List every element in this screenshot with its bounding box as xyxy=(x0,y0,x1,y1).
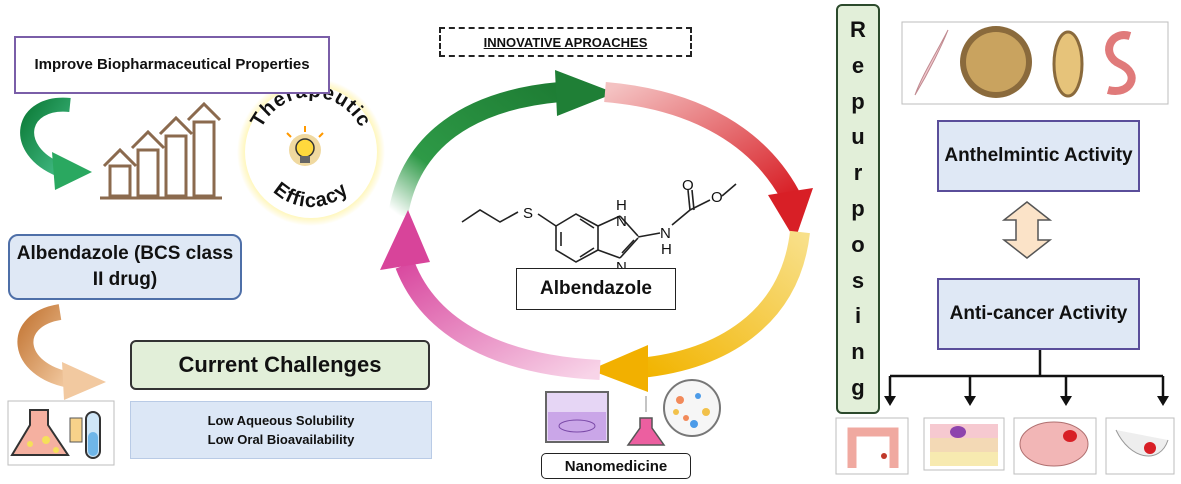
repurposing-letter: s xyxy=(851,267,865,293)
repurposing-letter: g xyxy=(851,375,865,401)
current-challenges-box: Current Challenges xyxy=(130,340,430,390)
parasite-icon xyxy=(914,26,1136,98)
repurposing-letter: n xyxy=(851,339,865,365)
albendazole-bcs-label: Albendazole (BCS class II drug) xyxy=(16,243,234,290)
svg-text:Efficacy: Efficacy xyxy=(269,178,352,212)
albendazole-bcs-box: Albendazole (BCS class II drug) xyxy=(8,234,242,300)
breast-icon xyxy=(1115,429,1169,457)
repurposing-letter: o xyxy=(851,231,865,257)
beaker-icon xyxy=(545,391,609,443)
double-arrow-icon xyxy=(1001,201,1053,259)
flask-icon xyxy=(10,409,70,456)
albendazole-name-label: Albendazole xyxy=(540,278,652,299)
anticancer-box: Anti-cancer Activity xyxy=(937,278,1140,350)
anthelmintic-box: Anthelmintic Activity xyxy=(937,120,1140,192)
challenges-list-box: Low Aqueous Solubility Low Oral Bioavail… xyxy=(130,401,432,459)
repurposing-letter: r xyxy=(853,160,863,186)
nanomedicine-label: Nanomedicine xyxy=(564,457,668,475)
repurposing-letter: R xyxy=(850,16,866,42)
cycle-arrows xyxy=(380,70,813,392)
cycle-arrow-green xyxy=(388,82,561,217)
brain-icon xyxy=(1019,421,1089,467)
branch-arrows xyxy=(884,350,1169,406)
cycle-arrow-red xyxy=(604,82,799,200)
atom-o1: O xyxy=(682,177,694,194)
atom-h1: H xyxy=(616,197,627,214)
repurposing-letter: i xyxy=(854,303,862,329)
cycle-arrow-pink xyxy=(395,261,601,380)
cycle-arrowhead-red xyxy=(768,188,813,240)
atom-o2: O xyxy=(711,189,723,206)
challenge-item: Low Aqueous Solubility xyxy=(207,413,355,428)
cycle-arrowhead-green xyxy=(555,70,615,116)
innovative-approaches-box: INNOVATIVE APROACHES xyxy=(439,27,692,57)
efficacy-ring xyxy=(237,78,385,226)
efficacy-ring-text-bottom: Efficacy xyxy=(269,178,351,212)
innovative-approaches-label: INNOVATIVE APROACHES xyxy=(483,34,648,50)
cycle-arrowhead-yellow xyxy=(590,345,648,392)
atom-n2: N xyxy=(616,259,627,276)
repurposing-letter: u xyxy=(851,124,865,150)
atom-s: S xyxy=(523,205,533,222)
anthelmintic-label: Anthelmintic Activity xyxy=(944,145,1133,166)
anticancer-label: Anti-cancer Activity xyxy=(949,303,1128,324)
albendazole-name-box: Albendazole xyxy=(516,268,676,310)
test-tube-icon xyxy=(69,411,101,459)
colon-icon xyxy=(847,427,899,468)
arrow-icon xyxy=(20,97,92,190)
arrow-icon xyxy=(17,304,106,400)
atom-nh: N xyxy=(660,225,671,242)
skin-icon xyxy=(930,424,998,466)
bar-growth-icon xyxy=(100,101,222,200)
atom-h2: H xyxy=(661,241,672,258)
albendazole-structure xyxy=(461,183,737,263)
improve-properties-box: Improve Biopharmaceutical Properties xyxy=(14,36,330,94)
repurposing-letter: p xyxy=(851,195,865,221)
current-challenges-label: Current Challenges xyxy=(178,352,382,377)
flask-icon xyxy=(626,396,666,446)
repurposing-letter: e xyxy=(851,52,865,78)
challenge-item: Low Oral Bioavailability xyxy=(207,432,355,447)
improve-properties-label: Improve Biopharmaceutical Properties xyxy=(34,56,310,73)
nanomedicine-box: Nanomedicine xyxy=(541,453,691,479)
cycle-arrow-yellow xyxy=(638,230,810,378)
repurposing-letter: p xyxy=(851,88,865,114)
cycle-arrowhead-pink xyxy=(380,210,430,270)
atom-n1: N xyxy=(616,213,627,230)
nanoparticle-icon xyxy=(663,379,721,437)
repurposing-box: R e p u r p o s i n g xyxy=(836,4,880,414)
lightbulb-icon xyxy=(286,126,324,166)
